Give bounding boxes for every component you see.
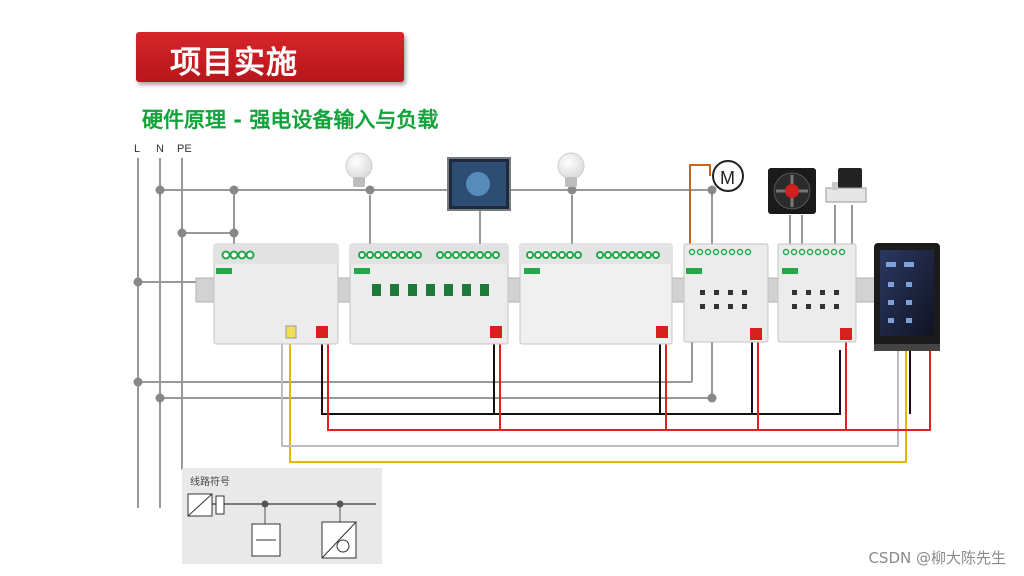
orange-wire (689, 164, 711, 250)
gray-wiring (138, 189, 870, 399)
module-dimmer (519, 243, 673, 345)
title-banner (136, 32, 404, 82)
svg-text:M: M (720, 168, 735, 188)
bus-wires (281, 340, 931, 463)
module-switch-actuator (349, 243, 509, 345)
light-bulb-icon (557, 152, 585, 187)
page-title: 项目实施 (170, 45, 298, 81)
page-subtitle: 硬件原理 - 强电设备输入与负载 (142, 108, 439, 132)
display-screen-icon (447, 157, 511, 211)
module-hvac-actuator (777, 243, 857, 343)
rail-label-l: L (134, 143, 140, 155)
watermark: CSDN @柳大陈先生 (868, 549, 1006, 567)
smart-touch-panel (874, 243, 940, 351)
module-power-supply (213, 243, 339, 345)
fan-icon (768, 168, 816, 214)
rail-label-n: N (156, 143, 164, 155)
power-rails (137, 158, 183, 508)
line-symbol-legend: 线路符号 (182, 468, 382, 564)
motor-icon: M (712, 160, 744, 192)
module-curtain-actuator (683, 243, 769, 343)
valve-icon (825, 168, 867, 203)
light-bulb-icon (345, 152, 373, 187)
legend-title: 线路符号 (190, 475, 230, 488)
rail-label-pe: PE (177, 143, 192, 155)
